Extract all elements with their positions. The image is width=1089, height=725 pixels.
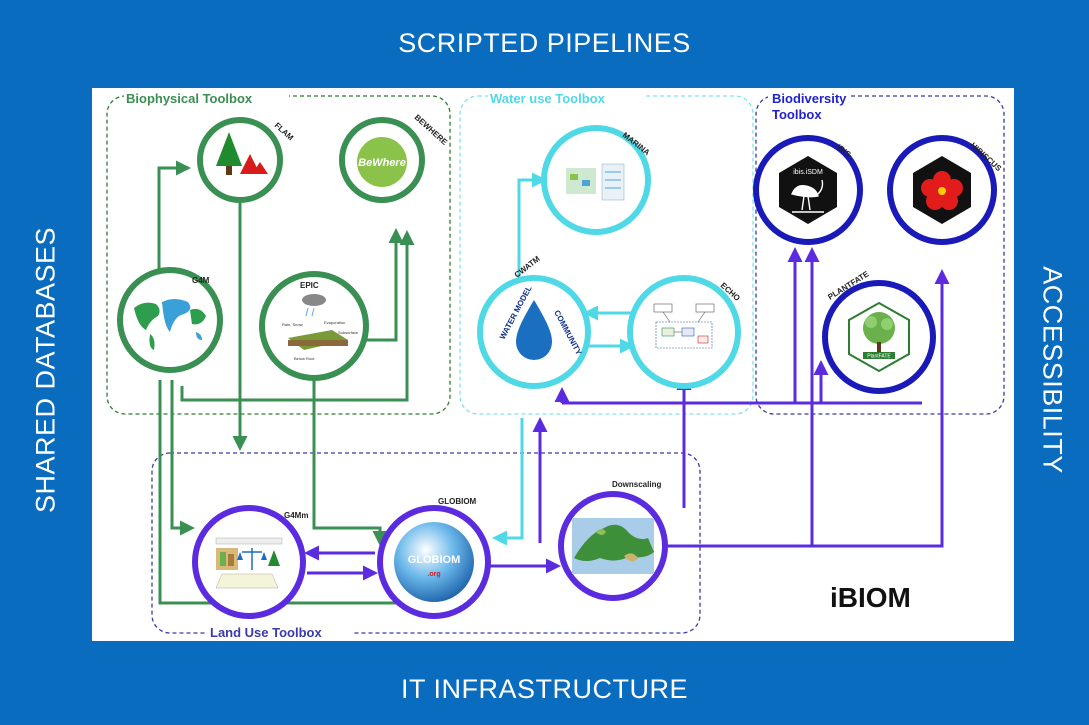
ibiom-svg: Biophysical Toolbox Water use Toolbox Bi… (106, 91, 1005, 640)
biophysical-toolbox-title: Biophysical Toolbox (126, 91, 253, 106)
bewhere-node[interactable]: BeWhere BEWHERE (339, 113, 450, 203)
biodiversity-toolbox-title: Biodiversity (772, 91, 847, 106)
downscaling-node[interactable]: Downscaling (558, 480, 668, 601)
biodiversity-toolbox-box (755, 95, 1005, 415)
bewhere-logo-text: BeWhere (358, 157, 406, 169)
globiom-logo-org: .org (427, 571, 440, 578)
biophysical-toolbox-box (106, 95, 451, 415)
ibis-node[interactable]: ibis.iSDM IBIS (753, 135, 863, 245)
g4m-node[interactable]: G4M (117, 267, 223, 373)
landuse-toolbox-title: Land Use Toolbox (210, 625, 322, 640)
flam-node[interactable]: FLAM (197, 117, 295, 203)
ibiom-brand: iBIOM (830, 582, 911, 613)
downscaling-label: Downscaling (612, 480, 661, 489)
landuse-arrows (304, 247, 950, 581)
it-infrastructure-label: IT INFRASTRUCTURE (400, 674, 688, 704)
europe-map-icon (572, 518, 654, 574)
water-toolbox-title: Water use Toolbox (490, 91, 606, 106)
g4mm-node[interactable]: G4Mm (192, 505, 308, 619)
biophysical-arrows (157, 160, 418, 605)
g4mm-diagram-icon (215, 537, 283, 589)
epic-node[interactable]: Rain, Snow, Evaporation Subsurface Below… (259, 271, 369, 381)
scripted-pipelines-label: SCRIPTED PIPELINES (398, 28, 691, 58)
globiom-logo-text: GLOBIOM (408, 554, 461, 566)
accessibility-label: ACCESSIBILITY (1037, 266, 1068, 474)
g4m-label: G4M (192, 276, 210, 285)
g4mm-label: G4Mm (284, 511, 308, 520)
globiom-node[interactable]: GLOBIOM .org GLOBIOM (377, 497, 491, 619)
shared-databases-label: SHARED DATABASES (30, 226, 61, 514)
world-map-icon (134, 299, 206, 350)
ibis-bird-icon (791, 179, 824, 213)
hibiscus-flower-icon (921, 171, 963, 210)
landuse-toolbox-box (151, 452, 701, 634)
globe-icon (394, 522, 474, 602)
echo-diagram-icon (653, 303, 715, 349)
cwatm-node[interactable]: WATER MODEL COMMUNITY CWATM (477, 254, 591, 389)
plantfate-logo-text: PlantFATE (867, 354, 891, 360)
svg-text:Evaporation: Evaporation (324, 320, 345, 325)
bewhere-logo-icon (357, 137, 407, 187)
plantfate-node[interactable]: PlantFATE PLANTFATE (822, 269, 936, 394)
epic-diagram-icon: Rain, Snow, Evaporation Subsurface Below… (282, 294, 359, 361)
marina-diagram-icon (566, 163, 625, 201)
globiom-label: GLOBIOM (438, 497, 477, 506)
tree-icon (216, 132, 268, 175)
svg-text:Subsurface: Subsurface (338, 330, 359, 335)
water-drop-icon (516, 300, 552, 360)
echo-node[interactable]: ECHO (627, 275, 742, 389)
epic-label: EPIC (300, 281, 319, 290)
hibiscus-node[interactable]: HIBISCUS (887, 135, 1004, 245)
ibiom-panel: Biophysical Toolbox Water use Toolbox Bi… (92, 88, 1014, 641)
water-arrows (492, 172, 635, 546)
svg-text:Below Root: Below Root (294, 356, 315, 361)
biodiversity-toolbox-title-line2: Toolbox (772, 107, 822, 122)
ibis-logo-text: ibis.iSDM (793, 169, 823, 176)
plantfate-tree-icon (863, 312, 895, 359)
marina-node[interactable]: MARINA (541, 125, 652, 235)
svg-text:Rain, Snow,: Rain, Snow, (282, 322, 303, 327)
